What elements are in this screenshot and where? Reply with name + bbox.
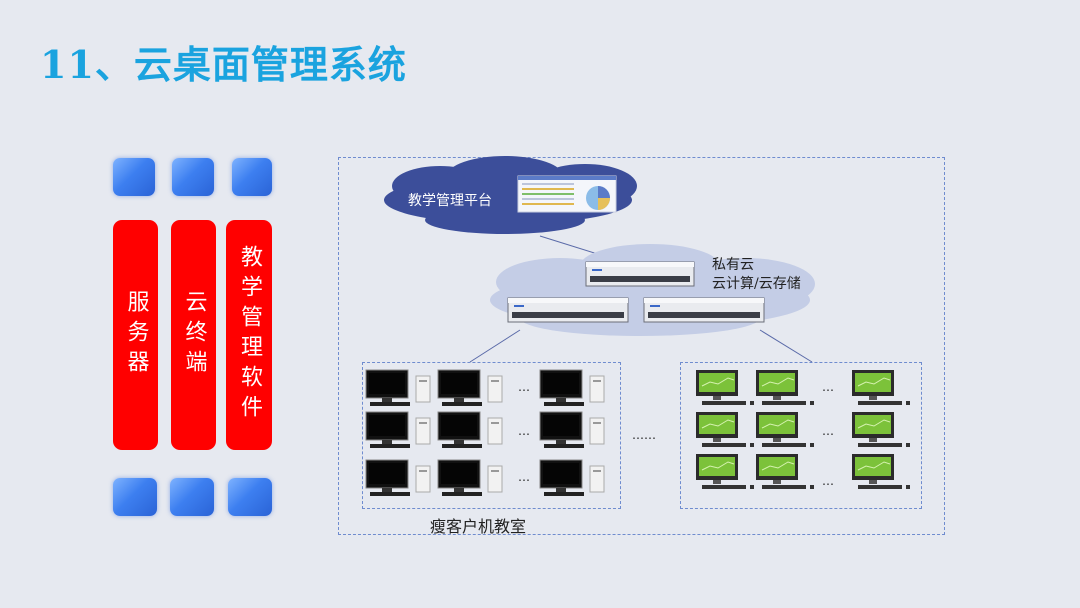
pillar-server: 服务器 — [113, 220, 158, 450]
rooms-ellipsis: …… — [632, 428, 656, 442]
room-label: 瘦客户机教室 — [430, 517, 527, 536]
row-ellipsis-3: … — [518, 470, 530, 484]
bottom-cube-3 — [228, 478, 272, 516]
platform-label: 教学管理平台 — [408, 193, 492, 209]
link-cloud-room2 — [759, 329, 813, 363]
pillar-software-label: 教学管理软件 — [237, 245, 262, 425]
row-ellipsis-1: … — [518, 380, 530, 394]
pillar-terminal-label: 云终端 — [181, 290, 207, 380]
pc-room-frame — [680, 362, 922, 509]
pillar-terminal: 云终端 — [171, 220, 216, 450]
pillar-software: 教学管理软件 — [226, 220, 272, 450]
private-cloud-label: 私有云 — [712, 257, 754, 273]
row-ellipsis-5: … — [822, 424, 834, 438]
bottom-cube-1 — [113, 478, 157, 516]
row-ellipsis-4: … — [822, 380, 834, 394]
server-top — [585, 261, 695, 287]
server-right — [643, 297, 765, 323]
link-cloud-room1 — [469, 329, 521, 363]
thin-client-room-frame — [362, 362, 621, 509]
page-title: 11、云桌面管理系统 — [40, 42, 407, 87]
row-ellipsis-6: … — [822, 474, 834, 488]
pc-room-computers — [695, 369, 911, 490]
top-cube-2 — [172, 158, 214, 196]
row-ellipsis-2: … — [518, 424, 530, 438]
bottom-cube-2 — [170, 478, 214, 516]
platform-screenshot — [517, 175, 617, 213]
compute-storage-label: 云计算/云存储 — [712, 276, 801, 292]
thin-client-computers — [365, 369, 605, 497]
link-platform-cloud — [539, 235, 605, 257]
network-diagram-frame — [338, 157, 945, 535]
pillar-server-label: 服务器 — [123, 290, 149, 380]
top-cube-3 — [232, 158, 272, 196]
top-cube-1 — [113, 158, 155, 196]
server-left — [507, 297, 629, 323]
